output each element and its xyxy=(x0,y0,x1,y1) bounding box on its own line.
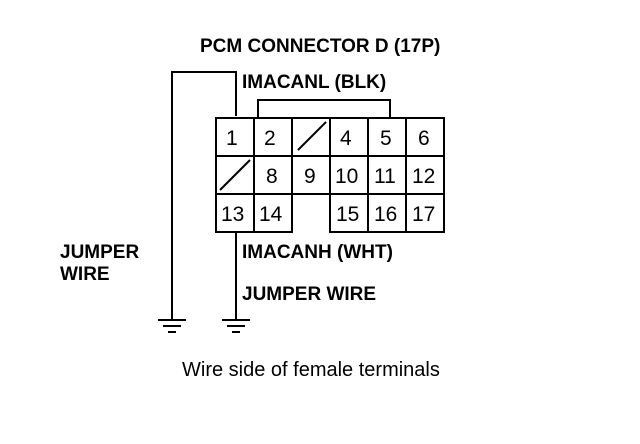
pin-label-8: 8 xyxy=(266,165,278,188)
imacanh-label: IMACANH (WHT) xyxy=(242,242,393,263)
pin-label-17: 17 xyxy=(412,203,435,226)
jumper-label-right: JUMPER WIRE xyxy=(242,284,376,305)
ground-icon-right xyxy=(222,319,250,333)
connector-housing xyxy=(215,117,445,233)
imacanl-label: IMACANL (BLK) xyxy=(242,72,386,93)
pin-cell-10 xyxy=(329,155,369,195)
jumper-wire-left xyxy=(171,71,237,320)
diagram-caption: Wire side of female terminals xyxy=(182,359,440,381)
pin-label-1: 1 xyxy=(226,127,238,150)
ground-icon-left xyxy=(158,319,186,333)
diagram-title: PCM CONNECTOR D (17P) xyxy=(200,36,440,57)
jumper-label-left-line1: JUMPER xyxy=(60,242,139,263)
pin-cell-1 xyxy=(215,117,255,157)
jumper-label-left-line2: WIRE xyxy=(60,264,110,285)
pin-cell-12 xyxy=(405,155,445,195)
pin-label-9: 9 xyxy=(304,165,316,188)
pin-cell-17 xyxy=(405,193,445,233)
pin-cell-14 xyxy=(253,193,293,233)
pin-label-5: 5 xyxy=(380,127,392,150)
pin-label-13: 13 xyxy=(221,203,244,226)
pin-label-6: 6 xyxy=(418,127,430,150)
pin-label-2: 2 xyxy=(264,127,276,150)
pin-cell-8 xyxy=(253,155,293,195)
pin-label-11: 11 xyxy=(374,165,396,188)
pin-label-10: 10 xyxy=(335,165,358,188)
imacanl-bracket xyxy=(257,99,391,118)
pin-label-4: 4 xyxy=(340,127,352,150)
pin-label-15: 15 xyxy=(336,203,359,226)
pin-label-16: 16 xyxy=(374,203,397,226)
pin-label-12: 12 xyxy=(412,165,435,188)
pin-label-14: 14 xyxy=(259,203,283,226)
